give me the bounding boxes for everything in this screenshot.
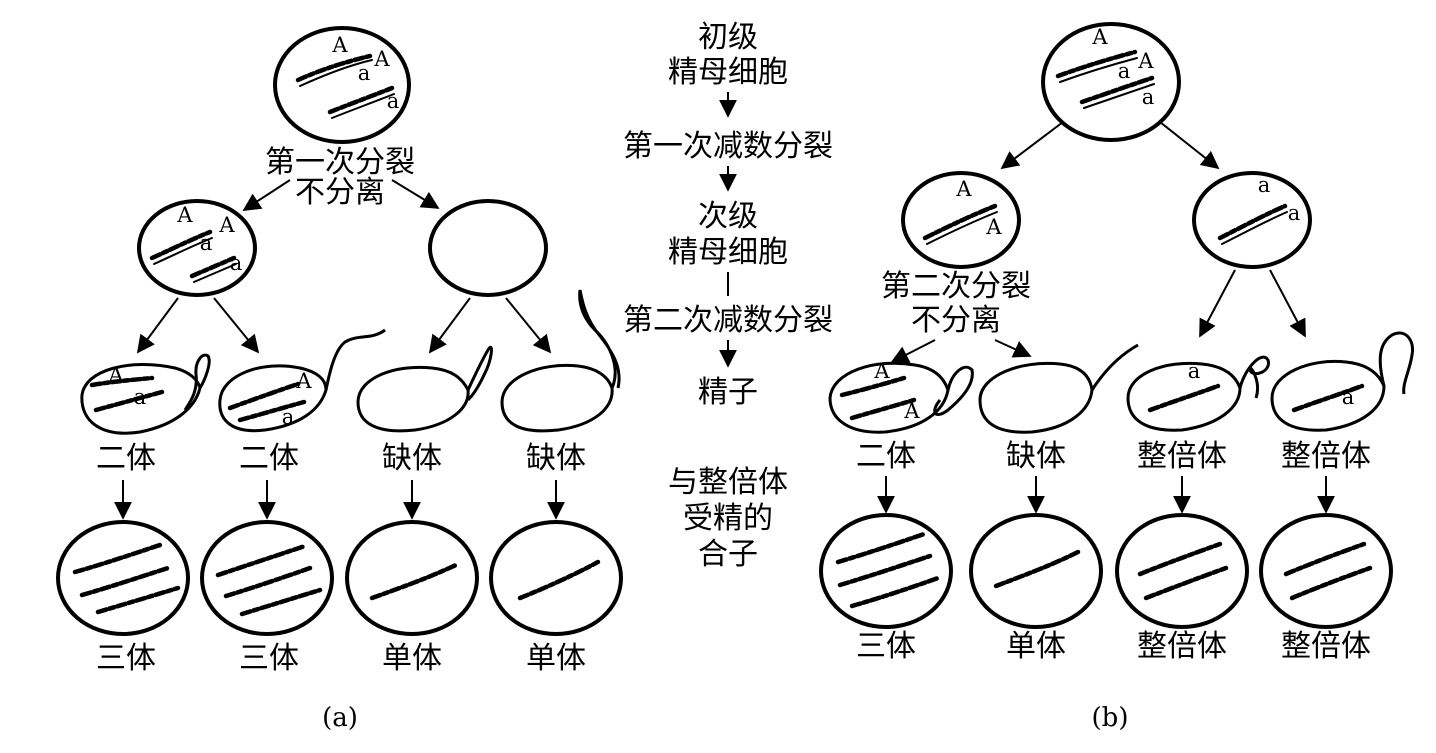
sperm-label: 缺体	[382, 441, 442, 476]
arrow	[890, 339, 936, 363]
sperm-label: 二体	[96, 441, 156, 476]
zygote-label: 单体	[382, 641, 442, 676]
zygote-a4	[489, 520, 623, 636]
primary-spermatocyte-cell-b: A a A a	[1041, 22, 1181, 142]
zygote-label: 整倍体	[1281, 629, 1371, 664]
zygote-b3	[1115, 513, 1249, 629]
gene-label: A	[295, 369, 312, 393]
sperm-label: 缺体	[526, 441, 586, 476]
arrow	[1199, 269, 1236, 338]
sperm-b3: a	[1126, 355, 1270, 432]
sperm-a4	[500, 289, 621, 433]
gene-label: A	[176, 203, 193, 227]
gene-label: a	[1188, 359, 1201, 383]
gene-label: a	[358, 61, 371, 85]
sperm-a1: A a	[80, 353, 211, 435]
arrow	[994, 339, 1032, 358]
gene-label: a	[1258, 173, 1271, 197]
division-note-b-line1: 第二次分裂	[881, 269, 1031, 304]
arrow	[428, 297, 471, 354]
zygote-label: 三体	[96, 641, 156, 676]
sperm-b2	[978, 343, 1139, 434]
panel-label-b: (b)	[1092, 703, 1129, 733]
arrow	[1000, 121, 1064, 170]
gene-label: A	[903, 399, 920, 423]
stage-label: 次级	[698, 199, 758, 234]
zygote-label: 单体	[1006, 629, 1066, 664]
zygote-a3	[345, 520, 479, 636]
zygote-label: 三体	[856, 629, 916, 664]
sperm-label: 整倍体	[1137, 439, 1227, 474]
secondary-spermatocyte-cell-b-left: A A	[901, 171, 1021, 269]
gene-label: a	[134, 385, 147, 409]
sperm-label: 二体	[856, 439, 916, 474]
division-note-a-line2: 不分离	[295, 175, 385, 210]
secondary-spermatocyte-cell-a-right-empty	[428, 199, 548, 297]
division-note-b-line2: 不分离	[911, 303, 1001, 338]
gene-label: A	[955, 177, 972, 201]
sperm-a2: A a	[218, 328, 386, 433]
zygote-b1	[819, 513, 953, 629]
zygote-label: 三体	[239, 641, 299, 676]
zygote-label: 单体	[526, 641, 586, 676]
panel-label-a: (a)	[322, 703, 358, 733]
secondary-spermatocyte-cell-b-right: a a	[1192, 171, 1312, 269]
division-note-a-line1: 第一次分裂	[265, 145, 415, 180]
arrow	[391, 179, 440, 209]
arrow	[1269, 269, 1306, 338]
gene-label: a	[1288, 201, 1301, 225]
gene-label: a	[282, 405, 295, 429]
zygote-label: 整倍体	[1137, 629, 1227, 664]
gene-label: A	[1137, 49, 1154, 73]
division-label: 第二次减数分裂	[623, 303, 833, 338]
zygote-a1	[56, 520, 190, 636]
stage-label: 精子	[698, 375, 758, 410]
arrow	[242, 179, 291, 211]
zygote-b4	[1259, 513, 1393, 629]
secondary-spermatocyte-cell-a-left: A a A a	[137, 199, 257, 297]
sperm-b1: A A	[828, 359, 974, 434]
gene-label: A	[331, 33, 348, 57]
panel-a: A a A a 第一次分裂 不分离 A a A a	[56, 26, 623, 733]
gene-label: a	[387, 89, 400, 113]
sperm-label: 整倍体	[1281, 439, 1371, 474]
gene-label: A	[1091, 25, 1108, 49]
stage-legend: 初级 精母细胞 第一次减数分裂 次级 精母细胞 第二次减数分裂 精子 与整倍体 …	[623, 20, 833, 572]
gene-label: A	[107, 363, 124, 387]
gene-label: a	[1342, 385, 1355, 409]
zygote-caption: 受精的	[683, 501, 773, 536]
zygote-b2	[969, 513, 1103, 629]
gene-label: a	[1118, 59, 1131, 83]
stage-label: 精母细胞	[668, 55, 788, 90]
primary-spermatocyte-cell-a: A a A a	[273, 26, 411, 144]
gene-label: A	[873, 359, 890, 383]
gene-label: a	[1142, 85, 1155, 109]
gene-label: A	[218, 213, 235, 237]
sperm-a3	[356, 346, 493, 433]
gene-label: A	[373, 47, 390, 71]
zygote-caption: 合子	[698, 537, 758, 572]
sperm-label: 缺体	[1006, 439, 1066, 474]
stage-label: 精母细胞	[668, 235, 788, 270]
zygote-caption: 与整倍体	[668, 465, 788, 500]
panel-b: A a A a A A a a 第二次分裂 不分离	[819, 22, 1415, 733]
sperm-label: 二体	[239, 441, 299, 476]
gene-label: A	[985, 215, 1002, 239]
zygote-a2	[200, 520, 334, 636]
gene-label: a	[200, 231, 213, 255]
sperm-b4: a	[1270, 331, 1415, 432]
gene-label: a	[230, 251, 243, 275]
arrow	[1159, 121, 1220, 170]
arrow	[213, 297, 260, 354]
arrow	[136, 297, 179, 354]
division-label: 第一次减数分裂	[623, 129, 833, 164]
arrow	[505, 297, 552, 354]
stage-label: 初级	[698, 20, 758, 55]
